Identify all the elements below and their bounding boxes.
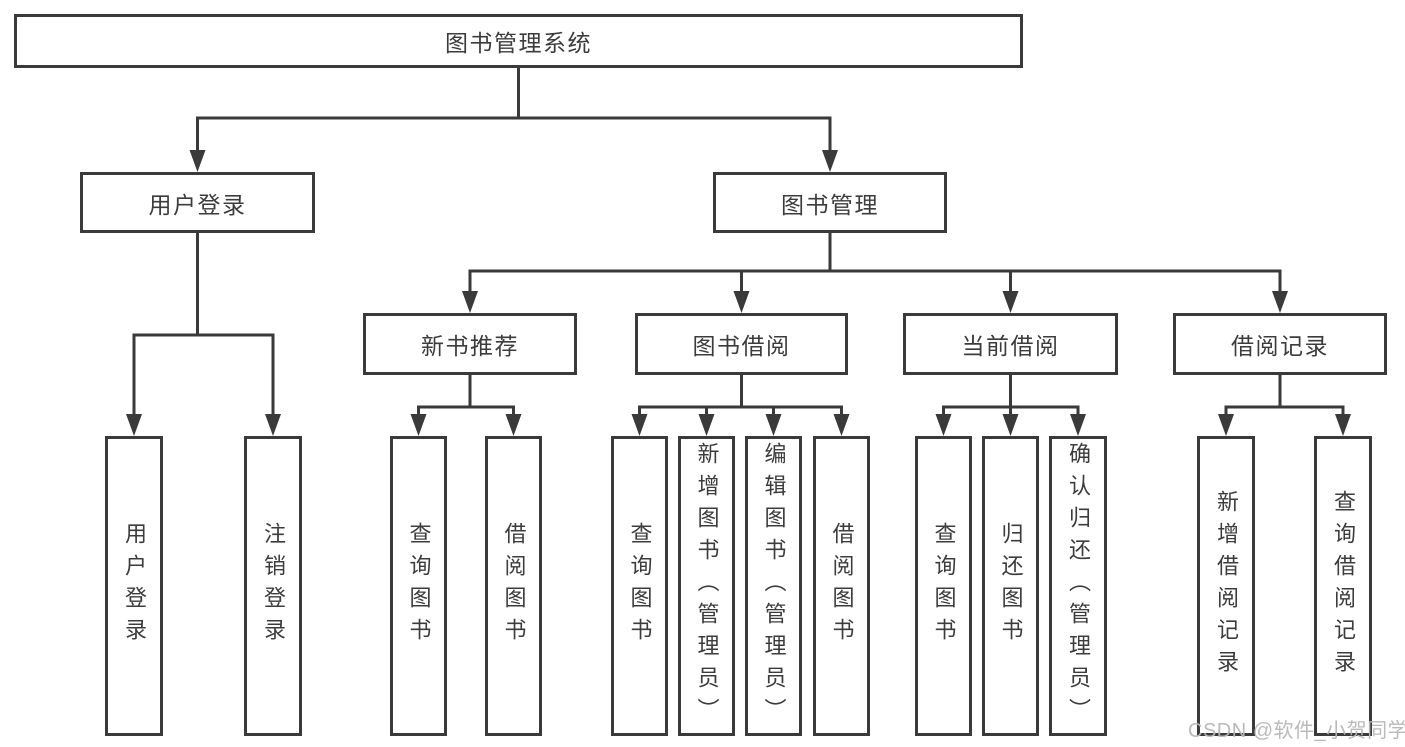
node-label-bb-query-book: 查询图书 [627,522,653,650]
arrowhead-down-icon [833,414,850,436]
node-label-system: 图书管理系统 [445,30,592,56]
arrowhead-down-icon [698,414,715,436]
arrowhead-down-icon [765,414,782,436]
arrowhead-down-icon [189,150,206,172]
node-user-login-group: 用户登录 [80,172,315,233]
node-label-current-borrow: 当前借阅 [961,333,1060,359]
node-system: 图书管理系统 [14,14,1023,68]
node-bb-query-book: 查询图书 [611,436,668,736]
node-cb-query-book: 查询图书 [915,436,972,736]
arrowhead-down-icon [505,414,522,436]
node-nbr-query-book: 查询图书 [390,436,447,736]
arrowhead-down-icon [462,291,478,313]
arrowhead-down-icon [935,414,952,436]
arrowhead-down-icon [1070,414,1086,436]
node-logout: 注销登录 [244,436,302,736]
arrowhead-down-icon [1272,291,1288,313]
node-label-br-add-record: 新增借阅记录 [1214,490,1239,682]
node-label-cb-return-book: 归还图书 [998,522,1024,650]
arrowhead-down-icon [822,150,838,172]
node-label-bb-edit-book: 编辑图书（管理员） [761,442,787,730]
node-label-nbr-borrow-book: 借阅图书 [501,522,527,650]
node-label-bb-borrow-book: 借阅图书 [829,522,855,650]
node-label-user-login-group: 用户登录 [148,191,247,218]
node-current-borrow: 当前借阅 [903,313,1118,375]
node-bb-add-book: 新增图书（管理员） [678,436,735,736]
arrowhead-down-icon [265,414,281,436]
node-nbr-borrow-book: 借阅图书 [485,436,542,736]
node-label-nbr-query-book: 查询图书 [406,522,432,650]
arrowhead-down-icon [1335,414,1351,436]
node-br-add-record: 新增借阅记录 [1197,436,1255,736]
node-borrow-records: 借阅记录 [1173,313,1387,375]
node-label-cb-confirm-return: 确认归还（管理员） [1066,442,1091,730]
arrowhead-down-icon [1002,291,1019,313]
node-book-borrow: 图书借阅 [635,313,848,375]
node-label-logout: 注销登录 [261,522,286,650]
node-label-bb-add-book: 新增图书（管理员） [694,442,720,730]
node-label-book-borrow: 图书借阅 [692,333,791,359]
node-cb-confirm-return: 确认归还（管理员） [1049,436,1107,736]
node-label-new-book-rec: 新书推荐 [421,333,519,359]
node-label-book-mgmt: 图书管理 [781,191,879,218]
node-label-br-query-record: 查询借阅记录 [1331,490,1356,682]
arrowhead-down-icon [631,414,648,436]
node-label-user-login: 用户登录 [122,522,147,650]
arrowhead-down-icon [1218,414,1234,436]
watermark: CSDN @软件_小贺同学 [1188,720,1405,742]
node-br-query-record: 查询借阅记录 [1314,436,1372,736]
node-bb-edit-book: 编辑图书（管理员） [745,436,802,736]
arrowhead-down-icon [126,414,142,436]
arrowhead-down-icon [410,414,427,436]
arrowhead-down-icon [1002,414,1019,436]
node-bb-borrow-book: 借阅图书 [813,436,870,736]
arrowhead-down-icon [733,291,750,313]
node-label-cb-query-book: 查询图书 [931,522,957,650]
node-user-login: 用户登录 [105,436,163,736]
node-new-book-rec: 新书推荐 [363,313,577,375]
node-label-borrow-records: 借阅记录 [1231,333,1329,359]
node-book-mgmt: 图书管理 [713,172,947,233]
node-cb-return-book: 归还图书 [982,436,1039,736]
